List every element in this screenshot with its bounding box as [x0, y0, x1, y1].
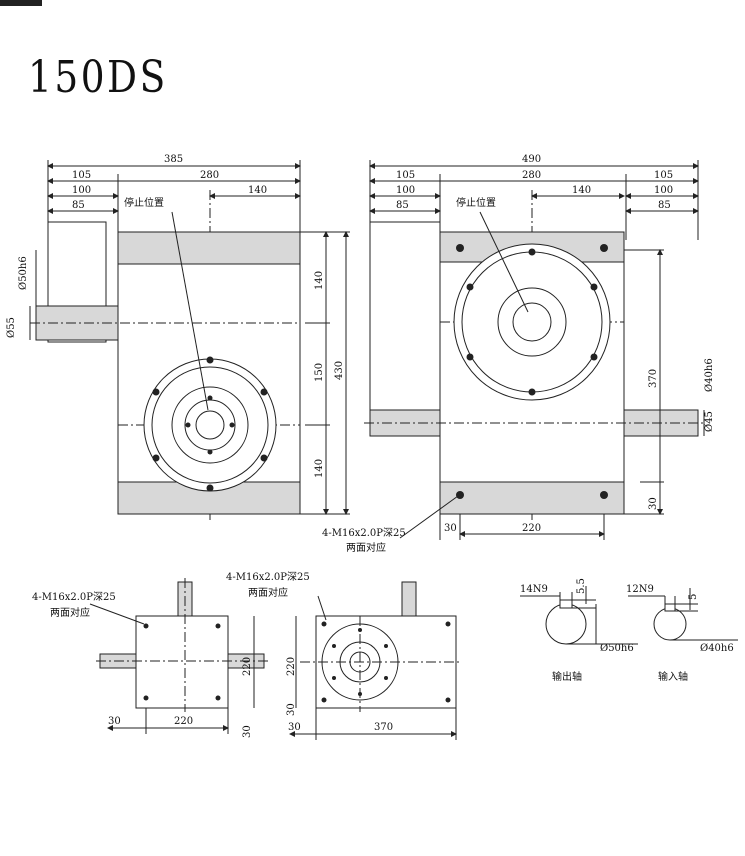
side-dim-100b: 100 [654, 185, 673, 196]
front-dim-140b: 140 [314, 459, 325, 478]
side-dim-100a: 100 [396, 185, 415, 196]
front-dim-d55: Ø55 [6, 317, 17, 338]
front-dim-105: 105 [72, 170, 91, 181]
bl-tap-note2: 两面对应 [50, 606, 90, 619]
front-dim-430: 430 [334, 361, 345, 380]
model-title: 150DS [28, 52, 168, 103]
side-view-bolts [456, 244, 608, 499]
front-dim-85: 85 [72, 200, 85, 211]
side-dim-220: 220 [522, 523, 541, 534]
front-stop-label: 停止位置 [124, 196, 164, 209]
bm-tap-note2: 两面对应 [248, 586, 288, 599]
front-dim-140: 140 [248, 185, 267, 196]
side-tap-note2: 两面对应 [346, 541, 386, 554]
side-dim-85b: 85 [658, 200, 671, 211]
output-depth-label: 5.5 [576, 578, 587, 594]
front-dim-280: 280 [200, 170, 219, 181]
front-dim-140a: 140 [314, 271, 325, 290]
bl-tap-note: 4-M16x2.0P深25 [32, 591, 116, 603]
front-dim-385: 385 [164, 154, 183, 165]
side-stop-label: 停止位置 [456, 196, 496, 209]
side-view [364, 160, 705, 540]
side-dim-370: 370 [648, 369, 659, 388]
front-view-bolts [152, 356, 268, 492]
bl-dim-220h: 220 [174, 716, 193, 727]
front-dim-100: 100 [72, 185, 91, 196]
side-dim-30: 30 [648, 497, 659, 510]
bottom-left-bolts [143, 623, 221, 701]
side-dim-30b: 30 [444, 523, 457, 534]
side-dim-490: 490 [522, 154, 541, 165]
corner-mark [0, 0, 42, 6]
bottom-mid-view [289, 581, 460, 740]
input-depth-label: 5 [688, 594, 699, 600]
output-shaft-section [520, 586, 638, 645]
side-dim-280: 280 [522, 170, 541, 181]
bm-dim-370: 370 [374, 722, 393, 733]
output-key-label: 14N9 [520, 584, 548, 595]
side-dim-d40h6: Ø40h6 [704, 358, 715, 392]
front-dim-150: 150 [314, 363, 325, 382]
bl-dim-220v: 220 [242, 657, 253, 676]
bl-dim-30v: 30 [242, 725, 253, 738]
front-dim-d50h6: Ø50h6 [18, 256, 29, 290]
bl-dim-30h: 30 [108, 716, 121, 727]
bm-tap-note: 4-M16x2.0P深25 [226, 571, 310, 583]
front-view [29, 160, 350, 520]
input-shaft-section [628, 588, 738, 641]
output-dia-label: Ø50h6 [600, 643, 634, 654]
side-dim-85a: 85 [396, 200, 409, 211]
side-dim-d45: Ø45 [704, 411, 715, 432]
bottom-mid-bolts [321, 621, 451, 703]
bm-dim-220: 220 [286, 657, 297, 676]
side-tap-note: 4-M16x2.0P深25 [322, 527, 406, 539]
output-shaft-label: 输出轴 [552, 670, 582, 683]
input-dia-label: Ø40h6 [700, 643, 734, 654]
bm-dim-30v: 30 [286, 703, 297, 716]
bm-dim-30h: 30 [288, 722, 301, 733]
input-shaft-label: 输入轴 [658, 670, 688, 683]
input-key-label: 12N9 [626, 584, 654, 595]
side-dim-140: 140 [572, 185, 591, 196]
bottom-left-view [89, 578, 268, 734]
side-dim-105a: 105 [396, 170, 415, 181]
side-dim-105b: 105 [654, 170, 673, 181]
